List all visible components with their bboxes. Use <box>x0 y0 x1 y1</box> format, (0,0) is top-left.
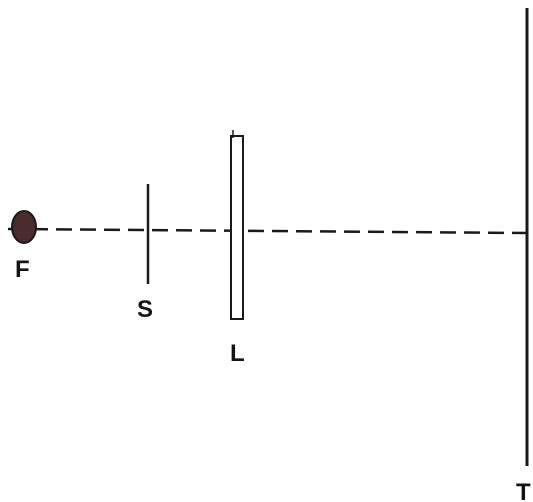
screen-label: T <box>516 479 531 502</box>
light-source <box>11 210 37 244</box>
lens <box>230 135 244 320</box>
source-label: F <box>15 256 30 283</box>
lens-label: L <box>230 340 245 367</box>
slit-label: S <box>137 296 153 323</box>
optical-axis <box>7 227 529 235</box>
